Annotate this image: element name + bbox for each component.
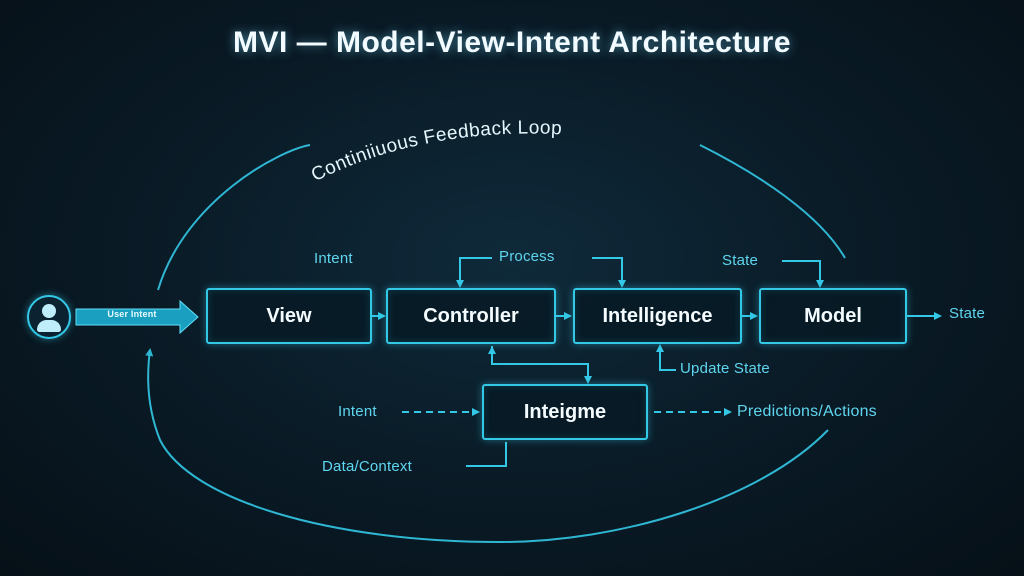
- data-context-label: Data/Context: [322, 458, 412, 475]
- user-body-shape: [37, 320, 61, 332]
- arrow-state-model: [782, 260, 824, 288]
- arrow-data-context: [466, 442, 507, 467]
- feedback-loop-arc-bottom: [145, 348, 829, 544]
- controller-box[interactable]: Controller: [386, 288, 556, 344]
- user-intent-arrow: [75, 299, 199, 335]
- intent-top-label: Intent: [314, 250, 353, 267]
- user-intent-label: User Intent: [107, 309, 157, 319]
- model-box[interactable]: Model: [759, 288, 907, 344]
- arrow-process-right: [592, 257, 626, 288]
- process-label: Process: [499, 248, 555, 265]
- predictions-actions-label: Predictions/Actions: [737, 403, 877, 420]
- arrow-process-left: [456, 257, 492, 288]
- intelligence-box[interactable]: Intelligence: [573, 288, 742, 344]
- feedback-loop-arc-top: [157, 144, 311, 291]
- update-state-label: Update State: [680, 360, 770, 377]
- intent-left-label: Intent: [338, 403, 377, 420]
- user-avatar-icon: [27, 295, 71, 339]
- state-right-label: State: [949, 305, 986, 322]
- user-head-shape: [42, 304, 56, 318]
- arrow-controller-engine: [491, 346, 592, 384]
- state-top-label: State: [722, 252, 759, 269]
- feedback-loop-arc-right-top: [699, 144, 846, 259]
- page-title: MVI — Model-View-Intent Architecture: [232, 26, 792, 59]
- view-box[interactable]: View: [206, 288, 372, 344]
- arrow-update-state: [656, 344, 676, 371]
- engine-box[interactable]: Inteigme: [482, 384, 648, 440]
- feedback-loop-label: Continiiuous Feedback Loop: [308, 117, 563, 186]
